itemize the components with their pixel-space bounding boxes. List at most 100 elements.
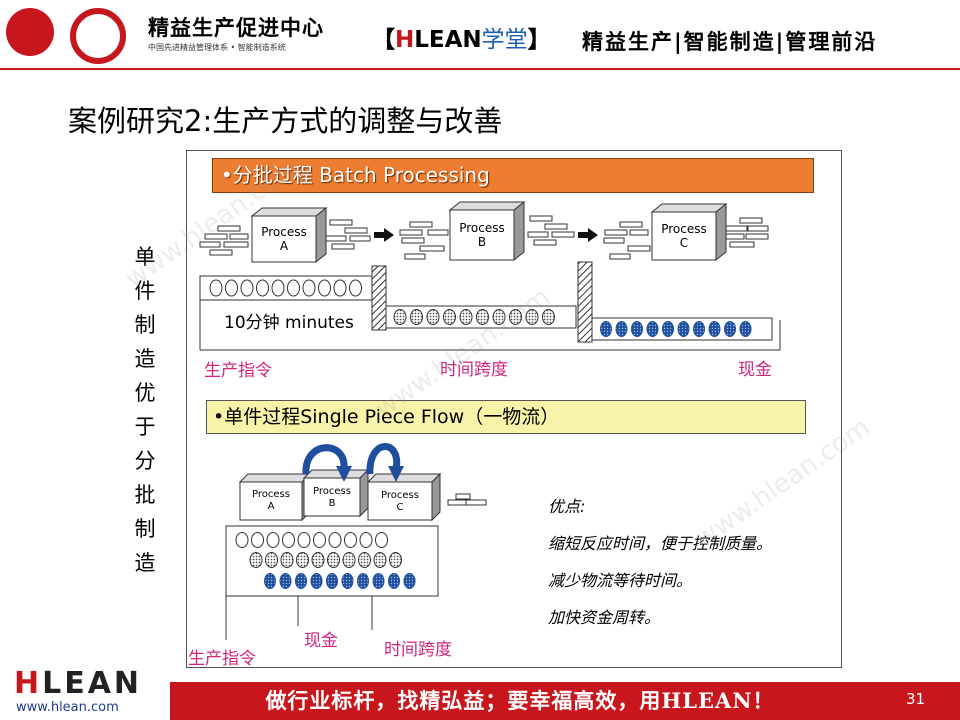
org-subtitle: 中国先进精益管理体系 • 智能制造系统 bbox=[148, 43, 286, 52]
footer-logo-lean: LEAN bbox=[42, 666, 143, 701]
item-circle bbox=[600, 321, 612, 337]
side-char: 批 bbox=[134, 483, 156, 507]
batch-banner: •分批过程 Batch Processing bbox=[212, 158, 814, 193]
process-b-label: Process B bbox=[459, 221, 505, 249]
item-circle bbox=[646, 321, 659, 337]
single-process-b-label: Process B bbox=[313, 486, 351, 509]
item-circle bbox=[359, 532, 373, 548]
side-char: 造 bbox=[134, 347, 156, 371]
item-circle bbox=[509, 309, 522, 325]
item-circle bbox=[327, 552, 340, 568]
item-circle bbox=[677, 321, 690, 337]
item-circle bbox=[264, 573, 276, 589]
item-circle bbox=[240, 279, 254, 297]
org-name: 精益生产促进中心 bbox=[148, 16, 324, 40]
brand-school: 学堂 bbox=[481, 27, 528, 53]
item-circle bbox=[459, 309, 473, 325]
single-cash-label: 现金 bbox=[304, 631, 338, 651]
side-char: 优 bbox=[134, 381, 156, 405]
item-circle bbox=[693, 321, 705, 337]
process-a-label: Process A bbox=[261, 225, 307, 253]
footer-logo: HLEAN bbox=[14, 666, 142, 701]
item-circle bbox=[389, 552, 402, 568]
single-process-c bbox=[366, 472, 442, 522]
side-char: 造 bbox=[134, 551, 156, 575]
footer-url[interactable]: www.hlean.com bbox=[16, 700, 119, 715]
logo-mark bbox=[6, 8, 54, 56]
item-circle bbox=[266, 532, 280, 548]
item-circle bbox=[251, 532, 264, 548]
item-circle bbox=[662, 321, 674, 337]
item-circle bbox=[235, 532, 249, 548]
advantages-list: 优点: 缩短反应时间，便于控制质量。 减少物流等待时间。 加快资金周转。 bbox=[548, 488, 772, 636]
footer-bar bbox=[170, 682, 960, 720]
item-circle bbox=[311, 552, 325, 568]
item-circle bbox=[358, 552, 371, 568]
item-circle bbox=[372, 573, 385, 589]
item-circle bbox=[344, 532, 357, 548]
process-box-b bbox=[448, 200, 526, 262]
item-circle bbox=[341, 573, 354, 589]
item-circle bbox=[426, 309, 440, 325]
batch-span-label: 时间跨度 bbox=[440, 360, 508, 380]
item-circle bbox=[280, 552, 294, 568]
single-process-a-label: Process A bbox=[252, 489, 290, 512]
header-divider bbox=[0, 68, 960, 70]
item-circle bbox=[525, 309, 539, 325]
batch-cash-label: 现金 bbox=[738, 360, 772, 380]
batch-order-label: 生产指令 bbox=[204, 361, 272, 381]
item-circle bbox=[287, 279, 300, 297]
item-circle bbox=[318, 279, 331, 297]
item-circle bbox=[631, 321, 643, 337]
side-char: 分 bbox=[134, 449, 156, 473]
item-circle bbox=[310, 573, 323, 589]
item-circle bbox=[265, 552, 278, 568]
item-circle bbox=[476, 309, 489, 325]
paper-stacks bbox=[199, 215, 769, 506]
item-circle bbox=[388, 573, 400, 589]
single-order-label: 生产指令 bbox=[188, 649, 256, 669]
advantages-heading: 优点: bbox=[548, 497, 586, 516]
batch-items-raw bbox=[209, 279, 362, 297]
side-char: 制 bbox=[134, 517, 156, 541]
batch-items-wip bbox=[393, 309, 555, 325]
item-circle bbox=[403, 573, 416, 589]
item-circle bbox=[615, 321, 628, 337]
footer-slogan: 做行业标杆，找精弘益；要幸福高效，用HLEAN！ bbox=[265, 688, 775, 713]
advantage-item: 减少物流等待时间。 bbox=[548, 571, 693, 590]
side-vertical-text: 单件制造优于分批制造 bbox=[130, 240, 160, 580]
curved-arrow-icon bbox=[302, 443, 401, 475]
item-circle bbox=[295, 573, 307, 589]
page-title: 案例研究2:生产方式的调整与改善 bbox=[68, 104, 503, 138]
item-circle bbox=[313, 532, 326, 548]
item-circle bbox=[393, 309, 407, 325]
brand-title: 【HLEAN学堂】 bbox=[372, 20, 551, 54]
side-char: 件 bbox=[134, 279, 156, 303]
advantage-item: 缩短反应时间，便于控制质量。 bbox=[548, 534, 773, 553]
item-circle bbox=[333, 279, 347, 297]
item-circle bbox=[249, 552, 263, 568]
process-box-a bbox=[250, 206, 328, 264]
brand-close: 】 bbox=[527, 27, 551, 53]
process-box-c bbox=[650, 202, 728, 262]
item-circle bbox=[375, 532, 388, 548]
brand-open: 【 bbox=[372, 27, 395, 53]
item-circle bbox=[443, 309, 456, 325]
page-number: 31 bbox=[906, 690, 926, 708]
item-circle bbox=[349, 279, 362, 297]
batch-items-done bbox=[600, 321, 752, 337]
side-char: 单 bbox=[134, 245, 156, 269]
advantage-item: 加快资金周转。 bbox=[548, 608, 661, 627]
item-circle bbox=[256, 279, 269, 297]
item-circle bbox=[708, 321, 721, 337]
side-char: 于 bbox=[134, 415, 156, 439]
item-circle bbox=[328, 532, 342, 548]
item-circle bbox=[302, 279, 316, 297]
item-circle bbox=[296, 552, 309, 568]
flow-arrow-icon bbox=[374, 228, 598, 242]
item-circle bbox=[492, 309, 506, 325]
batch-gate-1 bbox=[371, 265, 387, 331]
item-circle bbox=[297, 532, 311, 548]
brand-lean: LEAN bbox=[414, 27, 482, 53]
